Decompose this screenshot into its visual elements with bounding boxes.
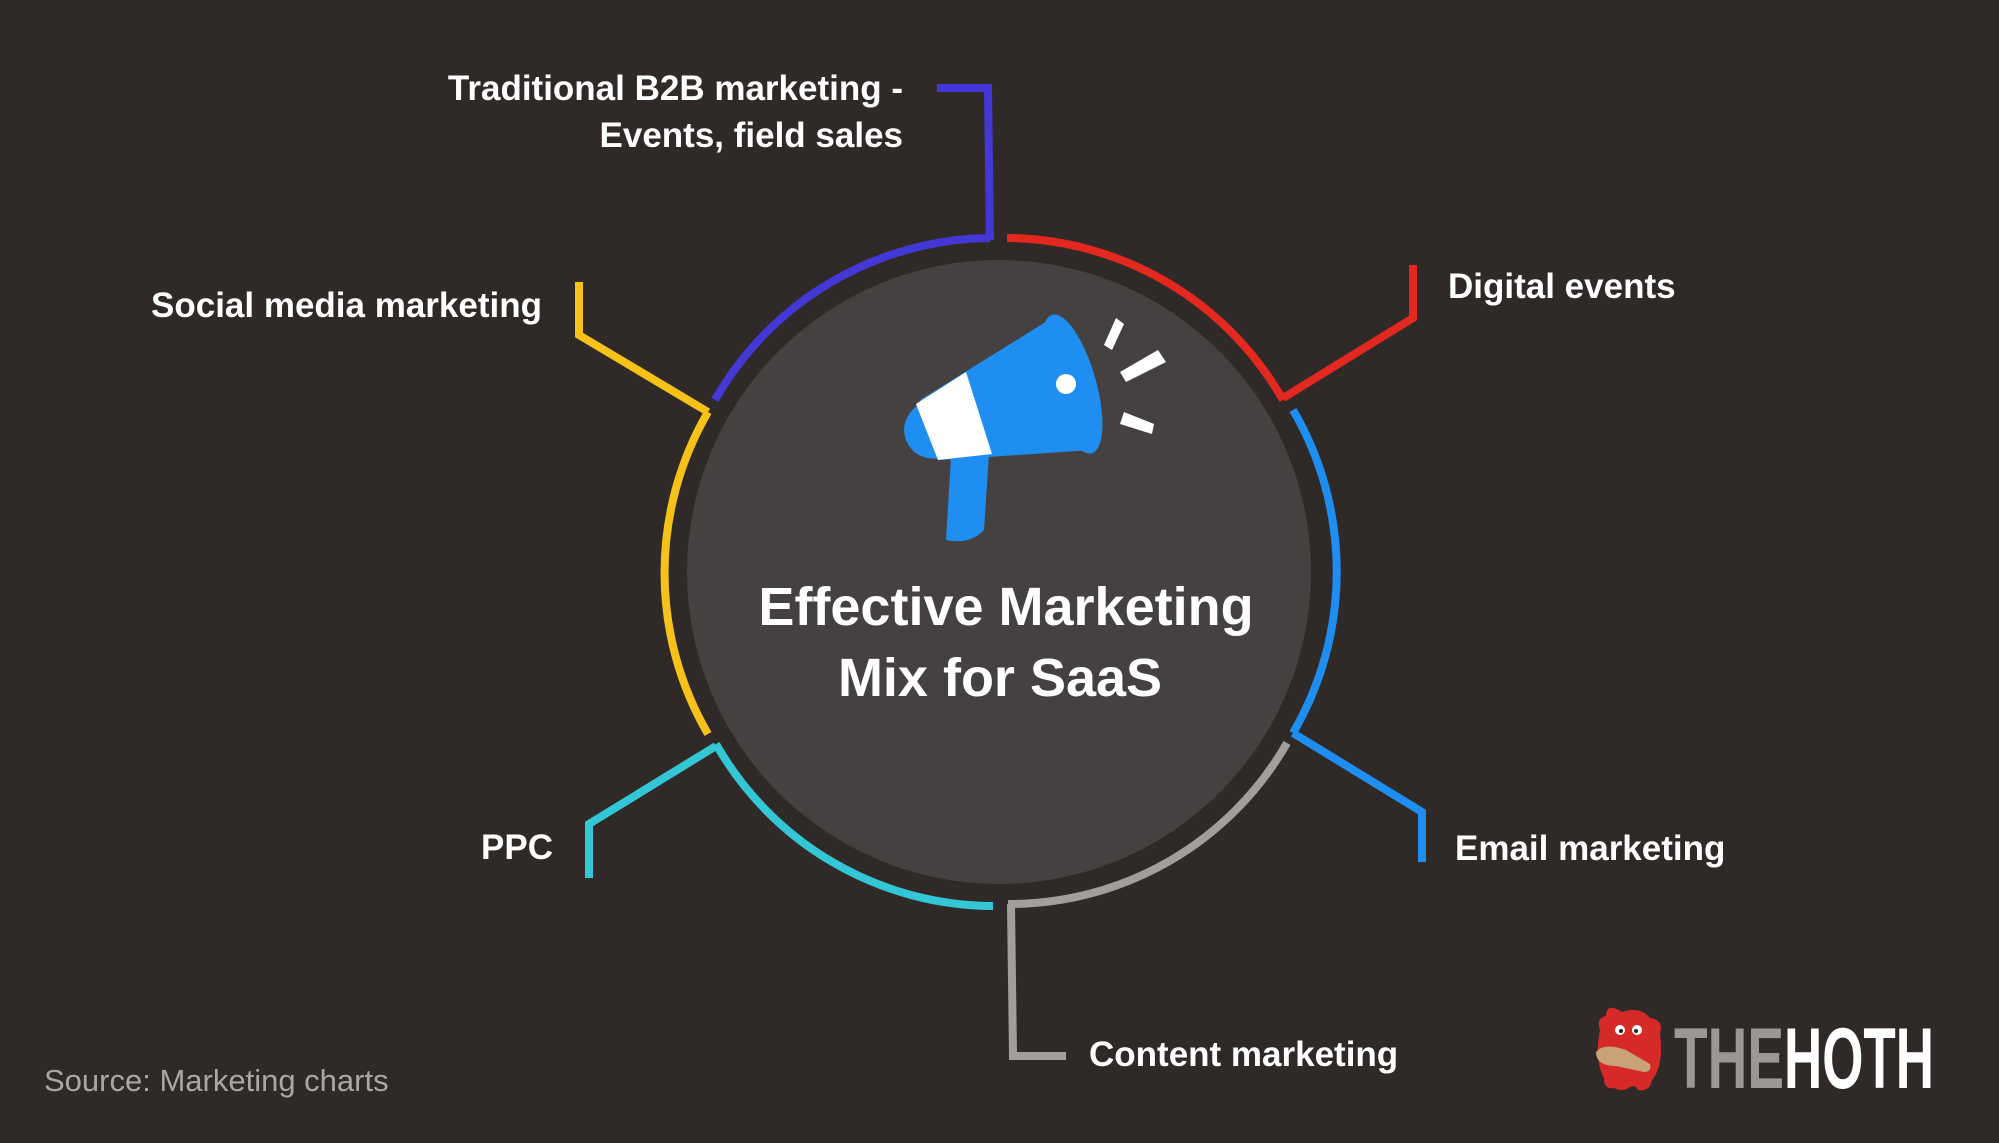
ring-arc-traditional-b2b bbox=[711, 234, 991, 402]
label-traditional-b2b-line-2: Events, field sales bbox=[600, 116, 903, 155]
segment-ppc bbox=[585, 742, 994, 910]
megaphone-handle bbox=[946, 438, 990, 542]
ring-arc-social-media bbox=[660, 409, 712, 737]
label-social-media: Social media marketing bbox=[151, 286, 542, 325]
segment-email-marketing bbox=[1289, 407, 1426, 862]
segment-content-marketing bbox=[1007, 741, 1291, 1060]
center-title-line-2: Mix for SaaS bbox=[838, 648, 1162, 708]
segment-digital-events bbox=[1006, 234, 1417, 402]
ring-arc-ppc bbox=[712, 742, 994, 910]
leader-line-social-media bbox=[575, 282, 711, 416]
leader-line-ppc bbox=[585, 742, 719, 878]
label-email-marketing: Email marketing bbox=[1455, 829, 1725, 868]
sound-line-2 bbox=[1120, 350, 1166, 382]
leader-line-email-marketing bbox=[1290, 729, 1426, 862]
center-circle bbox=[687, 260, 1311, 884]
label-digital-events: Digital events bbox=[1448, 267, 1676, 306]
label-traditional-b2b-line-1: Traditional B2B marketing - bbox=[448, 69, 903, 108]
leader-line-content-marketing bbox=[1007, 903, 1066, 1060]
logo-text-hoth: HOTH bbox=[1784, 1011, 1934, 1107]
ring-arc-content-marketing bbox=[1007, 741, 1291, 909]
label-content-marketing: Content marketing bbox=[1089, 1035, 1398, 1074]
ring-arc-digital-events bbox=[1006, 234, 1287, 402]
logo-text-the: THE bbox=[1674, 1011, 1784, 1107]
source-caption: Source: Marketing charts bbox=[44, 1063, 389, 1098]
thehoth-logo: THE HOTH bbox=[1596, 1007, 1934, 1107]
megaphone-icon bbox=[904, 314, 1166, 542]
megaphone-bell-dot bbox=[1056, 374, 1076, 394]
ring-arc-email-marketing bbox=[1289, 407, 1341, 736]
megaphone-stripe bbox=[916, 372, 992, 460]
segment-traditional-b2b bbox=[711, 84, 994, 402]
leader-line-traditional-b2b bbox=[937, 84, 994, 241]
leader-line-digital-events bbox=[1280, 265, 1417, 402]
sound-line-1 bbox=[1104, 318, 1124, 350]
sound-line-3 bbox=[1120, 412, 1154, 434]
segment-social-media bbox=[575, 282, 712, 737]
label-ppc: PPC bbox=[481, 828, 553, 867]
center-title-line-1: Effective Marketing bbox=[758, 577, 1253, 637]
red-monster-mascot-icon bbox=[1596, 1007, 1661, 1091]
